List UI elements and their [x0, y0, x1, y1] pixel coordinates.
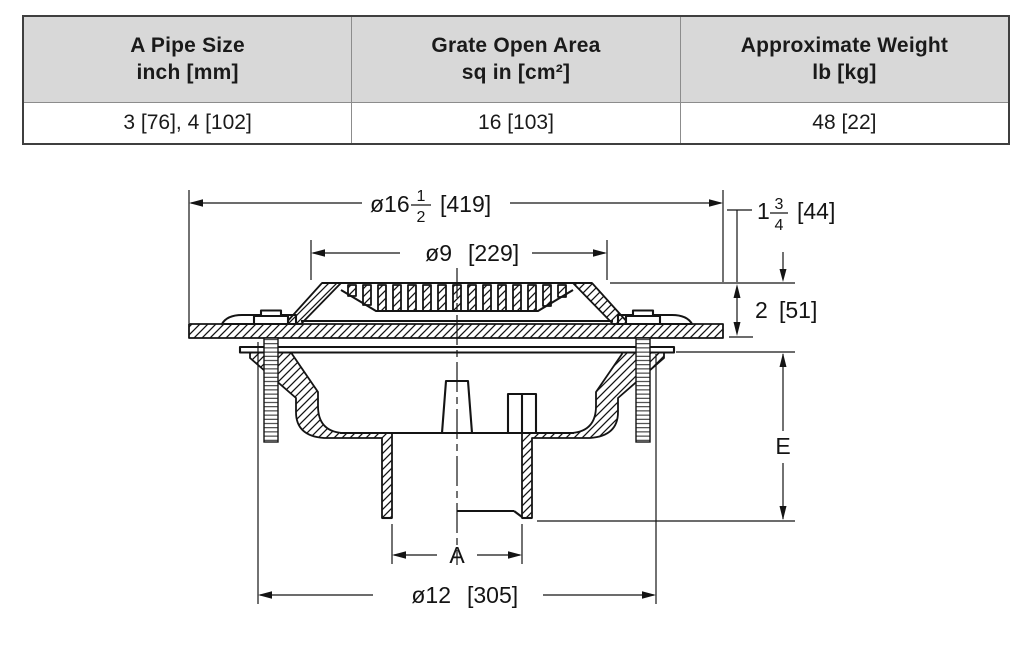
dim-metric: [44] — [797, 198, 835, 224]
dim-metric: [229] — [468, 240, 519, 266]
header-line: A Pipe Size — [130, 33, 245, 57]
dim-frac-num: 1 — [417, 188, 426, 205]
dim-frac-den: 2 — [417, 209, 426, 226]
spec-header-approx-weight: Approximate Weight lb [kg] — [679, 15, 1010, 103]
spec-value-pipe-size: 3 [76], 4 [102] — [22, 102, 353, 145]
drain-cross-section-drawing: ø16 1 2 [419] ø9 [229] 1 3 4 [44] 2 [51] — [188, 188, 835, 608]
dim-metric: [51] — [779, 297, 817, 323]
header-line: Approximate Weight — [740, 33, 949, 57]
dim-label: ø9 — [425, 240, 452, 266]
spec-header-row: A Pipe Size inch [mm] Grate Open Area sq… — [22, 15, 1010, 103]
dim-body-depth: E — [537, 351, 795, 522]
bolt-right — [624, 309, 662, 443]
dim-flange-diameter: ø16 1 2 [419] — [188, 188, 724, 323]
bowl-interior-details — [340, 379, 574, 518]
dim-frac-num: 3 — [775, 196, 784, 213]
spec-value-approx-weight: 48 [22] — [679, 102, 1010, 145]
dim-metric: [419] — [440, 191, 491, 217]
dim-collar-height: 2 [51] — [610, 282, 817, 338]
bolt-left — [252, 309, 290, 443]
header-unit: inch [mm] — [136, 60, 239, 84]
dim-label: ø12 — [411, 582, 451, 608]
dim-label: ø16 — [370, 191, 410, 217]
dim-label: E — [775, 433, 790, 459]
drawing-container: ø16 1 2 [419] ø9 [229] 1 3 4 [44] 2 [51] — [0, 140, 1032, 650]
header-unit: lb [kg] — [812, 60, 877, 84]
flange — [188, 323, 724, 339]
header-line: Grate Open Area — [431, 33, 601, 57]
dim-grate-diameter: ø9 [229] — [310, 240, 608, 280]
dim-label: 2 — [755, 297, 768, 323]
spec-header-grate-open-area: Grate Open Area sq in [cm²] — [351, 15, 681, 103]
spec-table: A Pipe Size inch [mm] Grate Open Area sq… — [22, 15, 1010, 145]
spec-header-pipe-size: A Pipe Size inch [mm] — [22, 15, 353, 103]
dim-rim-height: 1 3 4 [44] — [727, 196, 835, 282]
dim-frac-den: 4 — [775, 217, 784, 234]
spec-table-container: A Pipe Size inch [mm] Grate Open Area sq… — [22, 15, 1010, 145]
header-unit: sq in [cm²] — [461, 60, 571, 84]
dim-metric: [305] — [467, 582, 518, 608]
dim-label: 1 — [757, 198, 770, 224]
dim-base-diameter: ø12 [305] — [257, 342, 657, 608]
spec-value-row: 3 [76], 4 [102] 16 [103] 48 [22] — [22, 102, 1010, 145]
spec-value-grate-open-area: 16 [103] — [351, 102, 681, 145]
